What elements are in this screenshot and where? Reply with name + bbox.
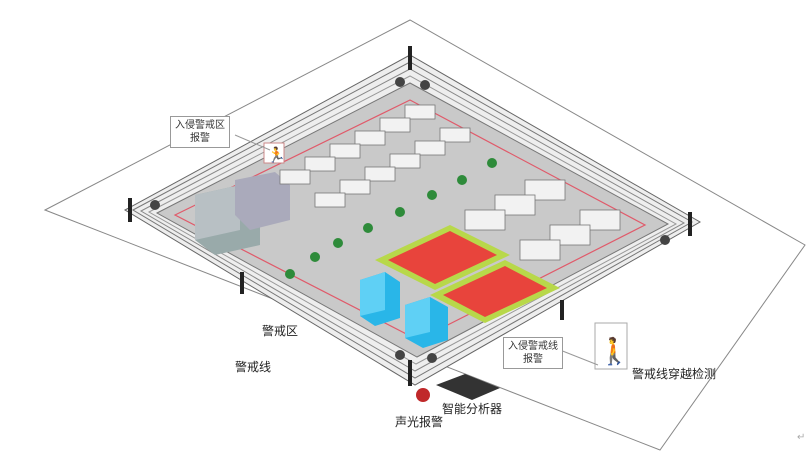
line-crossing-detection-label: 警戒线穿越检测 [632,367,717,381]
smart-analyzer-label: 智能分析器 [442,402,503,416]
zone-intrusion-callout: 入侵警戒区 报警 [170,116,230,148]
svg-text:🏃: 🏃 [267,146,286,164]
alert-line [173,99,647,341]
corner-mark: ↵ [797,432,806,443]
trees [285,158,497,279]
fence-posts [128,46,692,386]
callout-text: 报警 [523,354,543,365]
warning-zone-label: 警戒区 [262,324,299,338]
callout-text: 报警 [190,133,210,144]
sound-light-alarm-label: 声光报警 [395,415,444,429]
intruder-line-icon [594,322,628,370]
camera-icons [150,77,670,363]
warning-line-label: 警戒线 [235,360,272,374]
smart-analyzer-device [436,374,500,400]
sports-courts [375,225,560,323]
office-building [195,172,290,255]
svg-text:🚶: 🚶 [598,336,630,367]
alarm-siren-icon [416,388,430,402]
blue-towers [360,272,448,348]
dormitory-buildings [279,104,621,261]
callout-text: 入侵警戒线 [508,341,558,352]
intruder-zone-icon [263,142,285,164]
callout-text: 入侵警戒区 [175,120,225,131]
line-intrusion-callout: 入侵警戒线 报警 [503,337,563,369]
